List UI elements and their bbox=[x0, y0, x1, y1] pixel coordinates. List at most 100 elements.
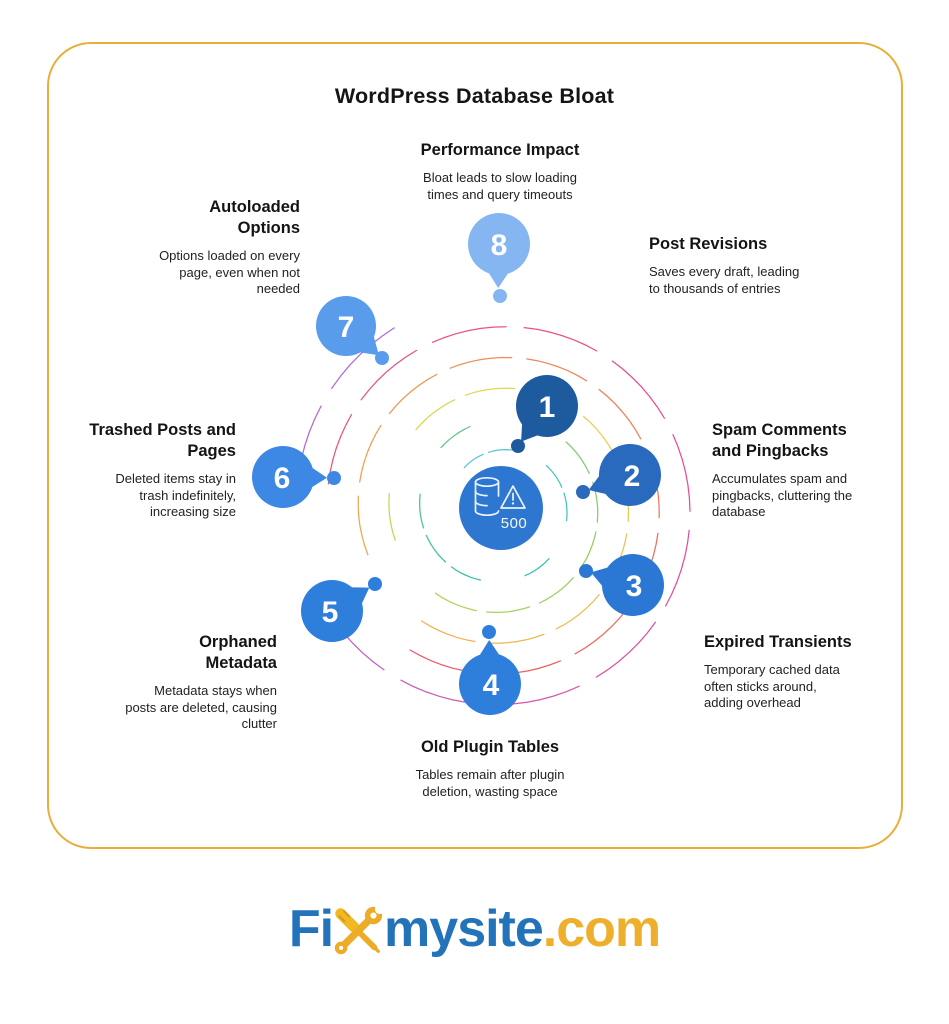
bubble-3: 3 bbox=[590, 554, 664, 616]
spiral-arc bbox=[359, 424, 382, 483]
spiral-arc bbox=[431, 326, 507, 343]
item-label-performance-impact: Performance Impact Bloat leads to slow l… bbox=[350, 140, 650, 203]
spiral-arc bbox=[388, 493, 396, 541]
infographic-card-border bbox=[47, 42, 903, 849]
warning-icon bbox=[500, 485, 526, 509]
connector-dot-6 bbox=[327, 471, 341, 485]
spiral-arc bbox=[450, 566, 482, 581]
spiral-arc bbox=[331, 327, 395, 389]
spiral-arc bbox=[565, 441, 590, 475]
logo-com: .com bbox=[542, 900, 661, 958]
bubble-number: 7 bbox=[338, 311, 355, 344]
item-label-expired-transients: Expired Transients Temporary cached data… bbox=[704, 632, 914, 712]
center-badge: 500 bbox=[459, 466, 543, 550]
spiral-arc bbox=[449, 356, 513, 369]
bubble-number: 1 bbox=[539, 391, 556, 424]
spiral-arc bbox=[419, 493, 425, 529]
item-label-autoloaded-options: Autoloaded Options Options loaded on eve… bbox=[70, 197, 300, 298]
spiral-arc bbox=[672, 434, 691, 512]
wrench-icon bbox=[334, 904, 385, 955]
bubble-6: 6 bbox=[252, 446, 327, 508]
item-desc: Metadata stays when posts are deleted, c… bbox=[125, 683, 277, 732]
item-desc: Accumulates spam and pingbacks, clutteri… bbox=[712, 471, 853, 520]
bubble-8: 8 bbox=[468, 213, 530, 288]
spiral-arc bbox=[578, 531, 597, 571]
spiral-arc bbox=[595, 621, 657, 678]
spiral-arc bbox=[538, 577, 574, 604]
item-desc: Bloat leads to slow loading times and qu… bbox=[423, 170, 577, 202]
connector-dot-8 bbox=[493, 289, 507, 303]
connector-dot-3 bbox=[579, 564, 593, 578]
item-title: Performance Impact bbox=[420, 141, 580, 159]
logo: Fi mysite .com bbox=[0, 899, 949, 959]
spiral-arc bbox=[425, 534, 447, 563]
spiral-arc bbox=[415, 399, 456, 431]
bubble-number: 3 bbox=[626, 570, 643, 603]
bubble-5: 5 bbox=[301, 580, 370, 642]
spiral-arc bbox=[487, 633, 545, 644]
bubble-4: 4 bbox=[459, 640, 521, 715]
spiral-arc bbox=[574, 608, 628, 655]
bubble-circle bbox=[316, 296, 376, 356]
connector-dot-2 bbox=[576, 485, 590, 499]
bubble-circle bbox=[602, 554, 664, 616]
spiral-arc bbox=[487, 448, 514, 453]
bubble-7: 7 bbox=[316, 296, 379, 356]
spiral-arc bbox=[524, 557, 550, 577]
spiral-arc bbox=[357, 495, 369, 556]
spiral-arc bbox=[526, 358, 588, 382]
spiral-arc bbox=[327, 413, 353, 485]
item-label-spam-comments: Spam Comments and Pingbacks Accumulates … bbox=[712, 420, 922, 521]
connector-dot-5 bbox=[368, 577, 382, 591]
spiral-arc bbox=[463, 453, 484, 469]
bubble-circle bbox=[468, 213, 530, 275]
bubble-circle bbox=[599, 444, 661, 506]
spiral-arc bbox=[611, 360, 666, 419]
item-title: Old Plugin Tables bbox=[420, 738, 560, 756]
bubble-number: 5 bbox=[322, 596, 339, 629]
wrench-screwdriver-x-icon bbox=[334, 904, 385, 955]
spiral-arc bbox=[486, 606, 531, 614]
item-title: Spam Comments and Pingbacks bbox=[712, 421, 847, 461]
spiral-arc bbox=[582, 415, 617, 458]
logo-mysite: mysite bbox=[384, 900, 544, 958]
connector-dot-4 bbox=[482, 625, 496, 639]
page-title: WordPress Database Bloat bbox=[334, 84, 615, 108]
bubble-number: 6 bbox=[274, 462, 291, 495]
item-title: Orphaned Metadata bbox=[199, 633, 277, 673]
spiral-arc bbox=[360, 349, 418, 401]
item-desc: Deleted items stay in trash indefinitely… bbox=[115, 471, 236, 520]
bubble-circle bbox=[516, 375, 578, 437]
spiral-arc bbox=[545, 464, 563, 488]
logo-fi: Fi bbox=[288, 900, 334, 958]
connector-dot-1 bbox=[511, 439, 525, 453]
bubble-number: 2 bbox=[624, 460, 641, 493]
item-title: Autoloaded Options bbox=[209, 198, 300, 238]
bubble-circle bbox=[252, 446, 314, 508]
error-code: 500 bbox=[501, 515, 528, 532]
item-title: Expired Transients bbox=[704, 633, 852, 651]
spiral-arc bbox=[388, 373, 438, 415]
database-icon bbox=[474, 476, 500, 517]
item-title: Post Revisions bbox=[649, 235, 768, 253]
item-title: Trashed Posts and Pages bbox=[89, 421, 236, 461]
item-label-orphaned-metadata: Orphaned Metadata Metadata stays when po… bbox=[57, 632, 277, 733]
bubble-circle bbox=[301, 580, 363, 642]
spiral-arc bbox=[664, 529, 690, 607]
item-desc: Saves every draft, leading to thousands … bbox=[649, 264, 800, 296]
item-label-old-plugin-tables: Old Plugin Tables Tables remain after pl… bbox=[340, 737, 640, 800]
item-desc: Options loaded on every page, even when … bbox=[159, 248, 300, 297]
bubble-2: 2 bbox=[588, 444, 661, 506]
spiral-arc bbox=[434, 592, 477, 612]
spiral-arc bbox=[563, 492, 568, 522]
spiral-arc bbox=[523, 326, 598, 352]
bubble-number: 8 bbox=[491, 229, 508, 262]
item-desc: Temporary cached data often sticks aroun… bbox=[704, 662, 840, 711]
spiral-arc bbox=[555, 594, 600, 630]
bubble-circle bbox=[459, 653, 521, 715]
spiral-arc bbox=[440, 425, 471, 449]
item-label-post-revisions: Post Revisions Saves every draft, leadin… bbox=[649, 234, 889, 297]
spiral-arc bbox=[464, 387, 516, 396]
